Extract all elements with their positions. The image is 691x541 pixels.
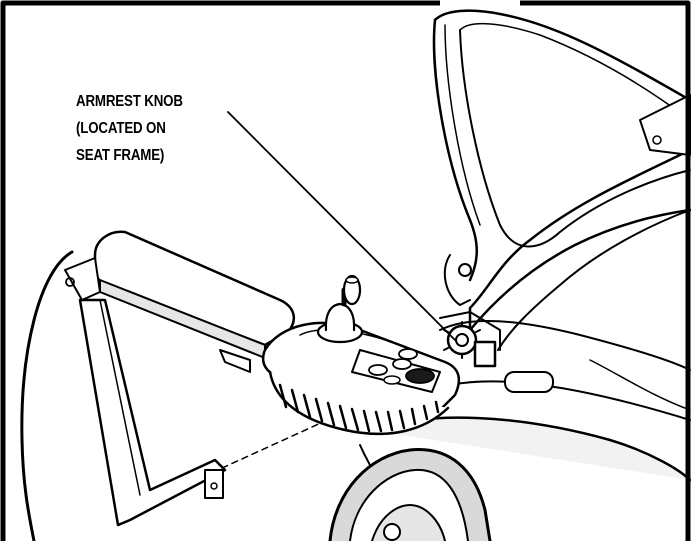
callout-line-3: SEAT FRAME) <box>76 147 165 164</box>
callout-line-2: (LOCATED ON <box>76 120 166 137</box>
armrest-knob <box>439 311 501 368</box>
armrest-support-frame <box>64 257 251 527</box>
callout-leader-line <box>227 111 456 341</box>
armrest-knob-label: ARMREST KNOB (LOCATED ON SEAT FRAME) <box>76 88 183 169</box>
joystick-stick <box>316 274 364 344</box>
callout-line-1: ARMREST KNOB <box>76 93 183 110</box>
armrest-pad <box>93 230 296 359</box>
joystick-controller <box>261 321 461 436</box>
seat-back <box>432 9 691 351</box>
wiring-cable <box>20 250 74 541</box>
drive-wheel <box>328 448 492 541</box>
